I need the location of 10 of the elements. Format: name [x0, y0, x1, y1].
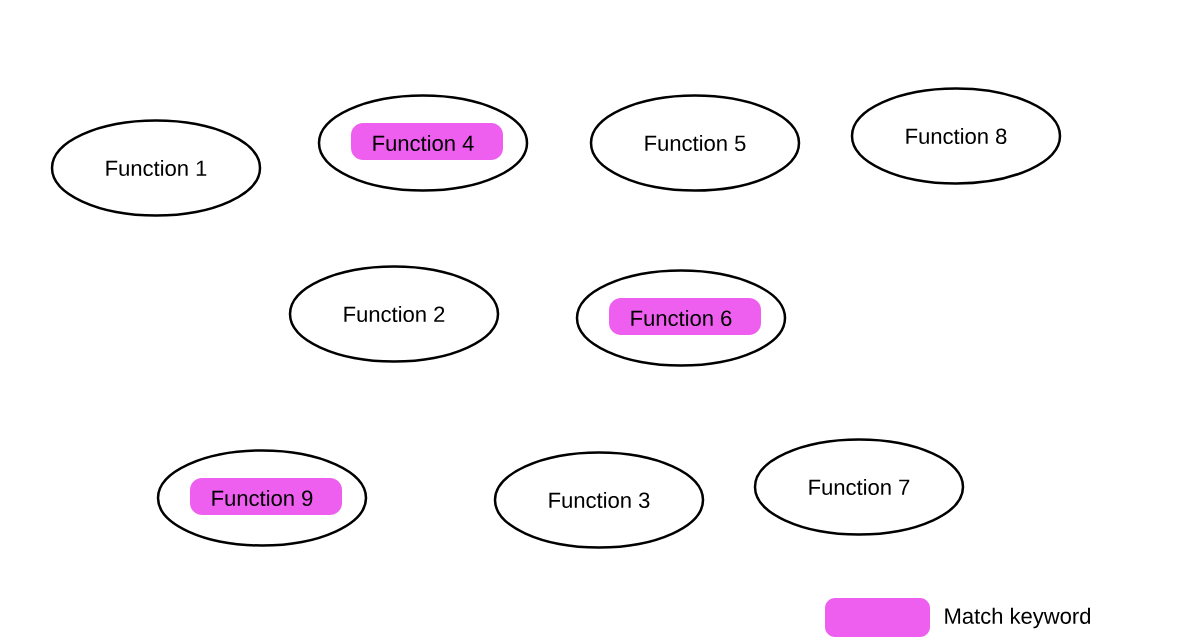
ellipse-node: Function 6 [575, 269, 787, 367]
ellipse-node: Function 1 [50, 119, 262, 217]
ellipse-node: Function 2 [288, 265, 500, 363]
ellipse-node: Function 7 [753, 438, 965, 536]
ellipse-node: Function 8 [850, 87, 1062, 185]
ellipse-node: Function 4 [317, 94, 529, 192]
ellipse-node: Function 9 [156, 449, 368, 547]
ellipse-node: Function 5 [589, 94, 801, 192]
ellipse-node: Function 3 [493, 451, 705, 549]
legend-label: Match keyword [945, 607, 1091, 629]
